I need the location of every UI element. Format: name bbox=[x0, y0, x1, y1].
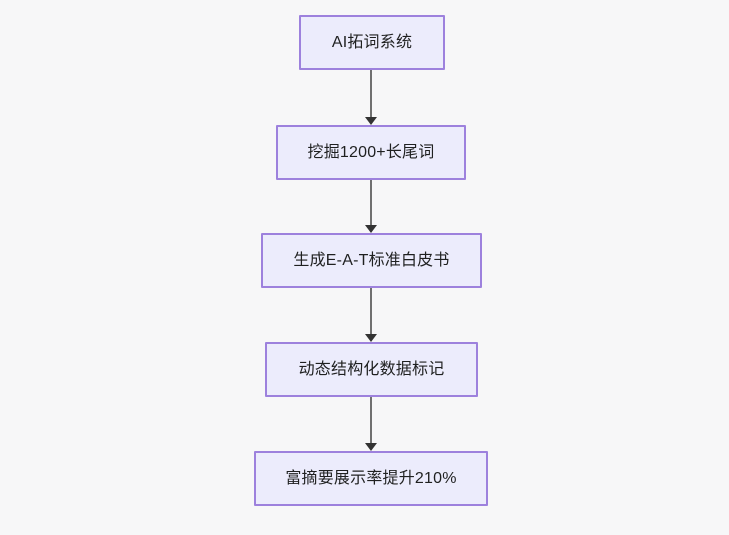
arrowhead-icon-2 bbox=[365, 225, 377, 233]
flow-node-ai-keyword-system[interactable]: AI拓词系统 bbox=[299, 15, 445, 70]
flow-node-mine-longtail-keywords[interactable]: 挖掘1200+长尾词 bbox=[276, 125, 466, 180]
edge-group-4 bbox=[365, 397, 377, 451]
flow-node-dynamic-structured-data-markup[interactable]: 动态结构化数据标记 bbox=[265, 342, 478, 397]
flow-node-rich-snippet-impression-lift[interactable]: 富摘要展示率提升210% bbox=[254, 451, 488, 506]
edge-group-1 bbox=[365, 70, 377, 125]
edge-group-3 bbox=[365, 288, 377, 342]
arrowhead-icon-1 bbox=[365, 117, 377, 125]
flow-node-generate-eat-whitepaper[interactable]: 生成E-A-T标准白皮书 bbox=[261, 233, 482, 288]
edge-group-2 bbox=[365, 180, 377, 233]
flow-node-label: AI拓词系统 bbox=[331, 33, 413, 51]
flow-node-label: 动态结构化数据标记 bbox=[298, 360, 445, 378]
arrowhead-icon-4 bbox=[365, 443, 377, 451]
flow-node-label: 挖掘1200+长尾词 bbox=[307, 143, 435, 161]
flow-node-label: 生成E-A-T标准白皮书 bbox=[293, 251, 450, 269]
arrowhead-icon-3 bbox=[365, 334, 377, 342]
flow-node-label: 富摘要展示率提升210% bbox=[285, 469, 457, 487]
